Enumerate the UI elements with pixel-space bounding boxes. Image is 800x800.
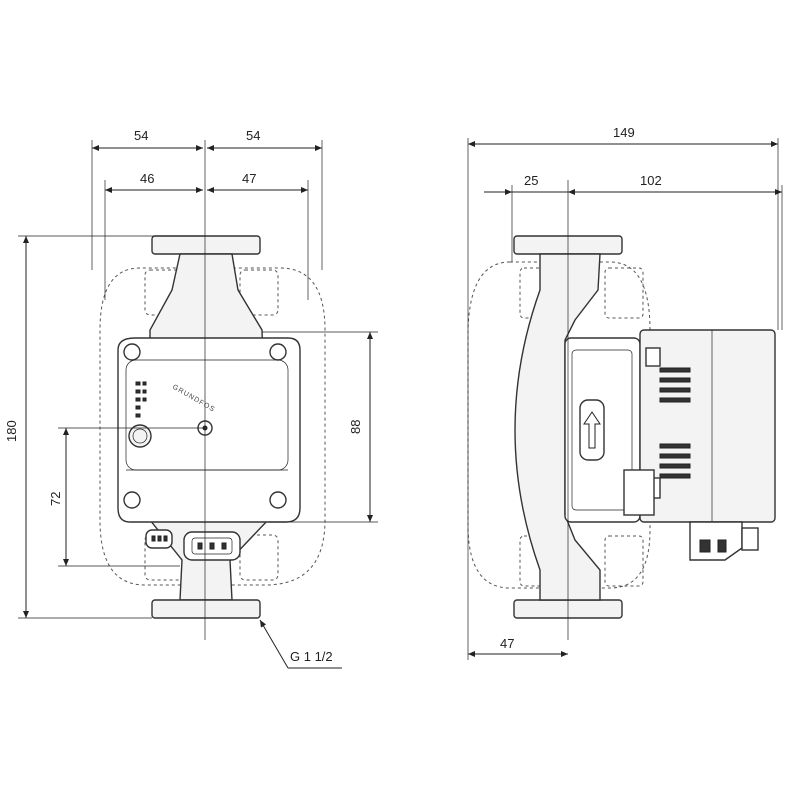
screw-icon	[123, 491, 141, 509]
dim-left-outer: 54	[134, 128, 148, 143]
side-pump-housing	[514, 253, 601, 601]
cooling-fins	[659, 367, 691, 479]
dim-right-inner: 47	[242, 171, 256, 186]
side-plug	[689, 521, 743, 561]
dim-thread: G 1 1/2	[290, 649, 333, 664]
mode-button-icon	[128, 424, 152, 448]
screw-icon	[269, 343, 287, 361]
dim-body-height: 88	[348, 420, 363, 434]
front-view: GRUNDFOS	[99, 140, 326, 640]
side-view	[467, 180, 776, 640]
dim-right-outer: 54	[246, 128, 260, 143]
dim-left-inner: 46	[140, 171, 154, 186]
front-bottom-flange	[151, 599, 261, 619]
front-ghost-lug-right	[239, 269, 279, 316]
dim-front-offset: 25	[524, 173, 538, 188]
dim-total-width: 149	[613, 125, 635, 140]
dim-bottom-offset: 47	[500, 636, 514, 651]
dim-connector-height: 72	[48, 492, 63, 506]
front-top-flange	[151, 235, 261, 255]
dim-height-total: 180	[4, 420, 19, 442]
side-dimensions: 149 25 102 47	[467, 125, 783, 660]
front-ghost-lug-br	[239, 534, 279, 581]
screw-icon	[269, 491, 287, 509]
led-indicators	[135, 381, 147, 418]
screw-icon	[123, 343, 141, 361]
side-insulation-outline	[467, 261, 651, 589]
flow-arrow-icon	[579, 399, 605, 461]
dim-motor-length: 102	[640, 173, 662, 188]
front-dimensions: 54 54 46 47 180 72 88 G 1 1/2	[4, 128, 378, 669]
